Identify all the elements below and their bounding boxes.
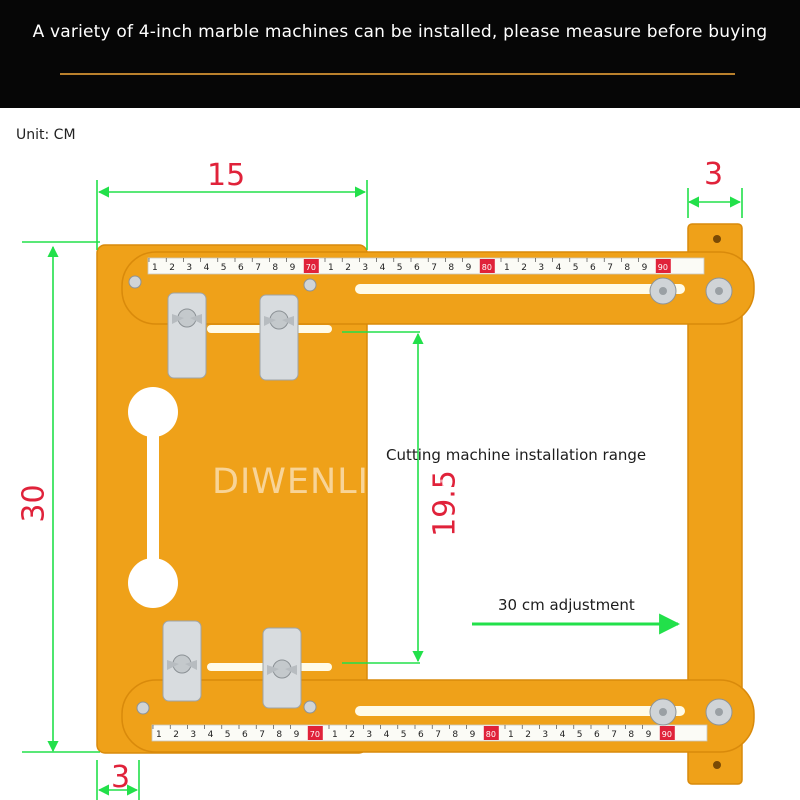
dimension-30: 30 (16, 484, 52, 523)
installation-range-label: Cutting machine installation range (386, 446, 647, 464)
banner-text: A variety of 4-inch marble machines can … (32, 22, 768, 42)
ruler-number: 3 (186, 263, 192, 273)
wing-nut-small-1 (128, 275, 142, 289)
ruler-number: 6 (238, 263, 244, 273)
ruler-number: 2 (173, 730, 179, 740)
top-banner: A variety of 4-inch marble machines can … (0, 0, 800, 108)
ruler-ten-label: 70 (310, 730, 320, 739)
ruler-number: 8 (452, 730, 458, 740)
ruler-number: 5 (397, 263, 403, 273)
right-bar-hole-bottom (713, 761, 721, 769)
top-arm-slot (355, 284, 685, 294)
ruler-number: 1 (508, 730, 514, 740)
ruler-number: 5 (577, 730, 583, 740)
ruler-number: 2 (525, 730, 531, 740)
ruler-ten-label: 90 (658, 263, 668, 272)
ruler-number: 1 (332, 730, 338, 740)
ruler-number: 4 (556, 263, 562, 273)
ruler-number: 8 (624, 263, 630, 273)
ruler-number: 7 (607, 263, 613, 273)
ruler-number: 3 (538, 263, 544, 273)
bottom-arm-slot (355, 706, 685, 716)
ruler-tape (147, 257, 705, 275)
ruler-number: 3 (366, 730, 372, 740)
ruler-number: 7 (431, 263, 437, 273)
ruler-bottom: 1 2 3 4 5 6 7 8 9 70 1 2 3 4 5 6 7 8 9 80 1 2 3 4 5 6 7 8 9 90 (151, 724, 708, 742)
ruler-number: 4 (560, 730, 566, 740)
dimension-3-top: 3 (704, 157, 724, 192)
ruler-number: 1 (328, 263, 334, 273)
ruler-number: 7 (255, 263, 261, 273)
ruler-ten-mark (307, 726, 323, 740)
ruler-tape (151, 724, 708, 742)
clamp-top-left (167, 292, 207, 379)
ruler-number: 4 (380, 263, 386, 273)
wing-nut-small-4 (303, 700, 317, 714)
ruler-number: 6 (590, 263, 596, 273)
ruler-top: 1 2 3 4 5 6 7 8 9 70 1 2 3 4 5 6 7 8 9 80 1 2 3 4 5 6 7 8 9 90 (147, 257, 705, 275)
ruler-number: 9 (470, 730, 476, 740)
clamp-bottom-left (162, 620, 202, 702)
ruler-number: 1 (504, 263, 510, 273)
plate-hole-top (128, 387, 178, 437)
ruler-number: 5 (225, 730, 231, 740)
ruler-number: 9 (642, 263, 648, 273)
ruler-ten-mark (479, 259, 495, 273)
clamp-bottom-right (262, 627, 302, 709)
banner-divider (60, 73, 735, 75)
ruler-number: 4 (208, 730, 214, 740)
ruler-number: 1 (152, 263, 158, 273)
ruler-number: 5 (573, 263, 579, 273)
ruler-ten-mark (655, 259, 671, 273)
ruler-number: 8 (448, 263, 454, 273)
ruler-ten-mark (659, 726, 675, 740)
ruler-number: 2 (169, 263, 175, 273)
ruler-number: 6 (414, 263, 420, 273)
ruler-number: 8 (628, 730, 634, 740)
ruler-number: 6 (242, 730, 248, 740)
ruler-number: 4 (204, 263, 210, 273)
ruler-number: 3 (542, 730, 548, 740)
ruler-ten-mark (483, 726, 499, 740)
ruler-ten-label: 90 (662, 730, 672, 739)
ruler-number: 8 (272, 263, 278, 273)
ruler-ten-label: 80 (486, 730, 496, 739)
ruler-number: 7 (435, 730, 441, 740)
ruler-number: 2 (345, 263, 351, 273)
ruler-number: 7 (259, 730, 265, 740)
ruler-number: 4 (384, 730, 390, 740)
clamp-top-right (259, 294, 299, 381)
ruler-ten-mark (303, 259, 319, 273)
wing-nut-small-2 (303, 278, 317, 292)
ruler-number: 8 (276, 730, 282, 740)
ruler-number: 1 (156, 730, 162, 740)
plate-slot (147, 395, 159, 583)
ruler-number: 2 (349, 730, 355, 740)
ruler-number: 3 (190, 730, 196, 740)
ruler-number: 5 (221, 263, 227, 273)
dimension-3-bottom: 3 (111, 760, 131, 795)
ruler-number: 9 (290, 263, 296, 273)
ruler-number: 7 (611, 730, 617, 740)
ruler-number: 9 (294, 730, 300, 740)
right-bar (687, 223, 743, 785)
ruler-number: 9 (646, 730, 652, 740)
wing-nut-small-3 (136, 701, 150, 715)
watermark: DIWENLIANG (212, 462, 450, 502)
ruler-number: 2 (521, 263, 527, 273)
right-bar-hole-top (713, 235, 721, 243)
plate-hole-bottom (128, 558, 178, 608)
dimension-15: 15 (207, 158, 246, 193)
unit-label: Unit: CM (16, 127, 76, 143)
ruler-ten-label: 70 (306, 263, 316, 272)
ruler-ten-label: 80 (482, 263, 492, 272)
ruler-number: 9 (466, 263, 472, 273)
ruler-number: 6 (418, 730, 424, 740)
ruler-number: 5 (401, 730, 407, 740)
ruler-number: 3 (362, 263, 368, 273)
adjustment-label: 30 cm adjustment (498, 596, 635, 614)
ruler-number: 6 (594, 730, 600, 740)
